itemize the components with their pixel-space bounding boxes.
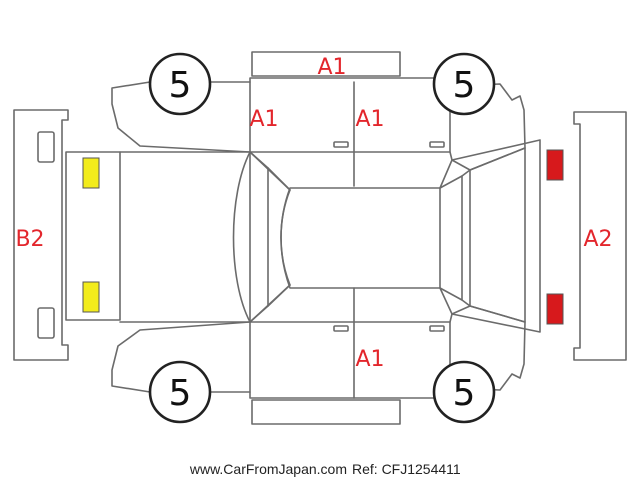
lower-side-panels [111,287,526,425]
upper-side-panels [111,51,526,187]
code-rear-door-top: A1 [355,107,384,132]
marker-front-upper [82,157,100,189]
code-rear-bumper: A2 [583,227,612,252]
wheel-rear-right: 5 [432,360,496,424]
code-roof-top: A1 [317,55,346,80]
wheel-rear-right-value: 5 [453,373,476,414]
marker-rear-lower [546,293,564,325]
wheel-front-left-value: 5 [169,65,192,106]
wheel-front-right-value: 5 [169,373,192,414]
marker-rear-upper [546,149,564,181]
front-bumper [13,109,69,361]
wheel-rear-left-value: 5 [453,65,476,106]
wheel-rear-left: 5 [432,52,496,116]
code-rear-door-bottom: A1 [355,347,384,372]
code-front-bumper: B2 [15,227,44,252]
rear-window [439,169,471,307]
marker-front-lower [82,281,100,313]
code-front-door-top: A1 [249,107,278,132]
wheel-front-right: 5 [148,360,212,424]
rear-bumper [573,111,627,361]
wheel-front-left: 5 [148,52,212,116]
footer-ref: Ref: CFJ1254411 [352,461,461,477]
rear-hatch-panel [439,139,541,333]
footer-site: www.CarFromJapan.com [189,461,347,477]
roof-panel [280,187,441,289]
